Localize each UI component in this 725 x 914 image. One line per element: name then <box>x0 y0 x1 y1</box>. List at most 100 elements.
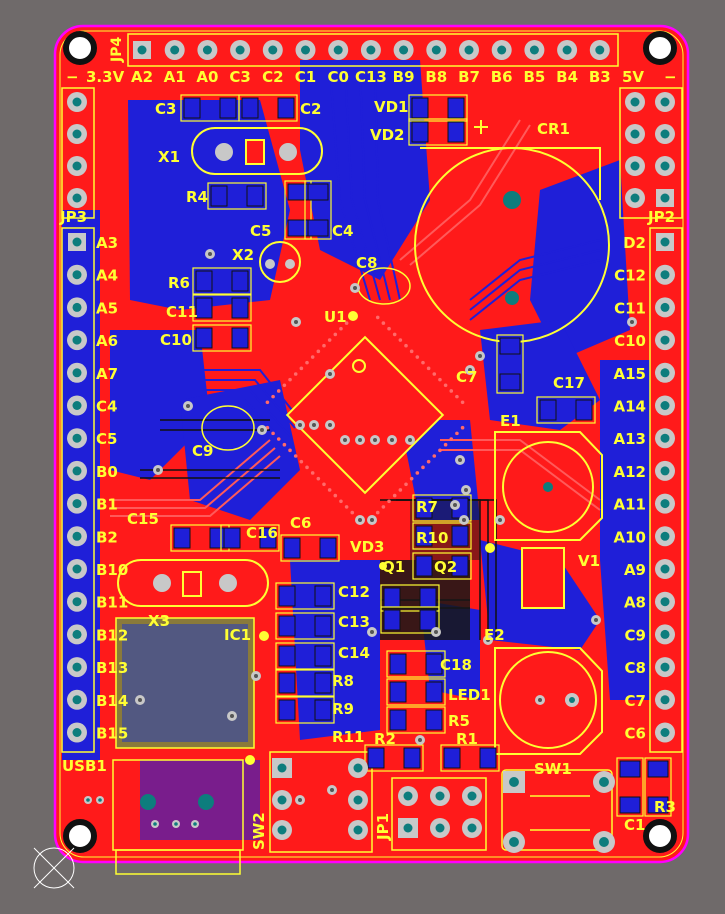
jp4-pin-label: B3 <box>589 68 611 86</box>
jp3-pin-drill <box>72 499 82 509</box>
jp2-pin-label: A15 <box>614 365 646 383</box>
jp4-pin-label: C2 <box>262 68 283 86</box>
jp2-pin-label: A10 <box>614 528 646 546</box>
via-hole <box>343 438 347 442</box>
jp4-pin-label: B8 <box>425 68 447 86</box>
smd-outline <box>238 94 298 122</box>
jp2-pin-drill <box>660 695 670 705</box>
u1-pin <box>387 499 391 504</box>
smd-pad <box>425 709 443 731</box>
usb1-pin-drill <box>98 798 102 802</box>
smd-outline <box>275 669 335 697</box>
label-r9: R9 <box>332 700 354 718</box>
jp4-pin-drill <box>399 45 409 55</box>
jp2-pin-label: C6 <box>625 725 646 743</box>
jp3-pin-drill <box>72 597 82 607</box>
jp1-pin-drill <box>467 791 477 801</box>
u1-pin <box>460 425 465 430</box>
via-hole <box>464 488 468 492</box>
via-hole <box>208 252 212 256</box>
smd-pad <box>647 760 669 778</box>
right-power-pin-drill <box>660 193 670 203</box>
u1-pin <box>276 389 281 393</box>
u1-pin <box>387 326 391 331</box>
jp1-footprint <box>391 777 487 851</box>
smd-pad <box>278 615 296 637</box>
u1-pin <box>432 454 437 458</box>
label-v1: V1 <box>578 552 600 570</box>
origin-marker <box>33 847 75 889</box>
u1-pin <box>339 326 343 331</box>
via-hole <box>370 630 374 634</box>
smd-pad <box>314 645 332 667</box>
smd-pad <box>499 337 521 355</box>
smd-outline <box>380 584 440 612</box>
jp3-pin-label: C5 <box>96 430 117 448</box>
smd-pad <box>451 555 469 577</box>
jp2-pin-label: A12 <box>614 463 646 481</box>
jp3-pin-drill <box>72 401 82 410</box>
u1-pin <box>404 343 408 348</box>
jp2-pin-label: A11 <box>614 496 646 514</box>
jp1-pin-drill <box>435 823 445 833</box>
sw1-pin-drill <box>509 837 519 847</box>
smd-pad <box>411 121 429 143</box>
sw2-pin-drill <box>353 825 363 835</box>
u1-pin <box>438 377 442 382</box>
right-minus-label: − <box>664 68 677 86</box>
via-hole <box>468 368 472 372</box>
smd-pad <box>539 399 557 421</box>
label-x3: X3 <box>148 612 170 630</box>
jp2-pin-drill <box>660 335 670 345</box>
smd-outline <box>192 267 252 295</box>
label-sw1: SW1 <box>534 760 572 778</box>
jp2-pin-drill <box>660 564 670 574</box>
jp3-pin-label: B10 <box>96 561 128 579</box>
jp4-pin-label: C1 <box>295 68 316 86</box>
label-c17: C17 <box>553 374 585 392</box>
jp2-frame <box>649 227 683 753</box>
via-hole <box>328 372 332 376</box>
label-jp1: JP1 <box>374 813 392 841</box>
jp2-pin-drill <box>660 270 670 280</box>
via-hole <box>260 428 264 432</box>
jp3-pin-label: A7 <box>96 365 118 383</box>
u1-pin <box>409 349 414 354</box>
smd-pad <box>210 185 228 207</box>
smd-pad <box>259 527 277 549</box>
smd-pads <box>170 94 672 817</box>
u1-pin <box>438 448 442 453</box>
label-c2: C2 <box>300 100 321 118</box>
u1-pin <box>443 442 448 447</box>
sw2-pin-drill <box>277 825 287 835</box>
jp4-pin-label: B9 <box>393 68 415 86</box>
u1-pin <box>443 383 448 388</box>
right-power-header-frame <box>619 87 683 219</box>
smd-pad <box>231 297 249 319</box>
jp2-label: JP2 <box>647 208 675 226</box>
label-e2: E2 <box>484 626 505 644</box>
u1-pin <box>415 471 420 475</box>
jp4-pin-drill <box>529 45 539 55</box>
label-q1: Q1 <box>382 558 405 576</box>
u1-pin <box>426 366 431 371</box>
smd-pad <box>411 97 429 119</box>
smd-pad <box>425 653 443 675</box>
jp3-pin-drill <box>72 368 82 378</box>
via-hole <box>298 798 302 802</box>
smd-outline <box>616 757 644 817</box>
jp4-pin-drill <box>202 45 212 55</box>
via-hole <box>390 438 394 442</box>
smd-pad <box>403 747 421 769</box>
jp3-pin-drill <box>72 433 82 443</box>
jp1-pin-drill <box>403 823 413 833</box>
u1-pin <box>271 394 275 399</box>
via-hole <box>230 714 234 718</box>
u1-pin <box>421 465 425 470</box>
right-power-pin-drill <box>630 97 640 107</box>
crystal-x2 <box>259 241 301 283</box>
smd-outline <box>192 324 252 352</box>
jp2-pin-label: A14 <box>614 398 646 416</box>
